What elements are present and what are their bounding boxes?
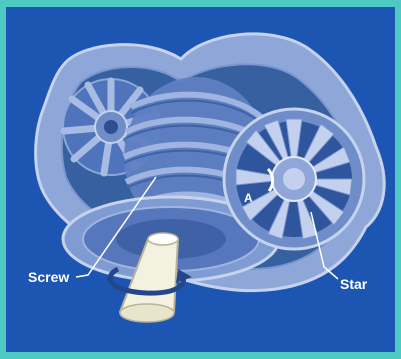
diagram-panel: A Screw Star	[6, 7, 395, 352]
marker-a-label: A	[244, 191, 253, 205]
screw-star-mechanism-illustration: A Screw Star	[6, 7, 395, 352]
screw-label: Screw	[28, 269, 69, 285]
star-label: Star	[340, 276, 368, 292]
right-star-rotor	[224, 109, 364, 249]
